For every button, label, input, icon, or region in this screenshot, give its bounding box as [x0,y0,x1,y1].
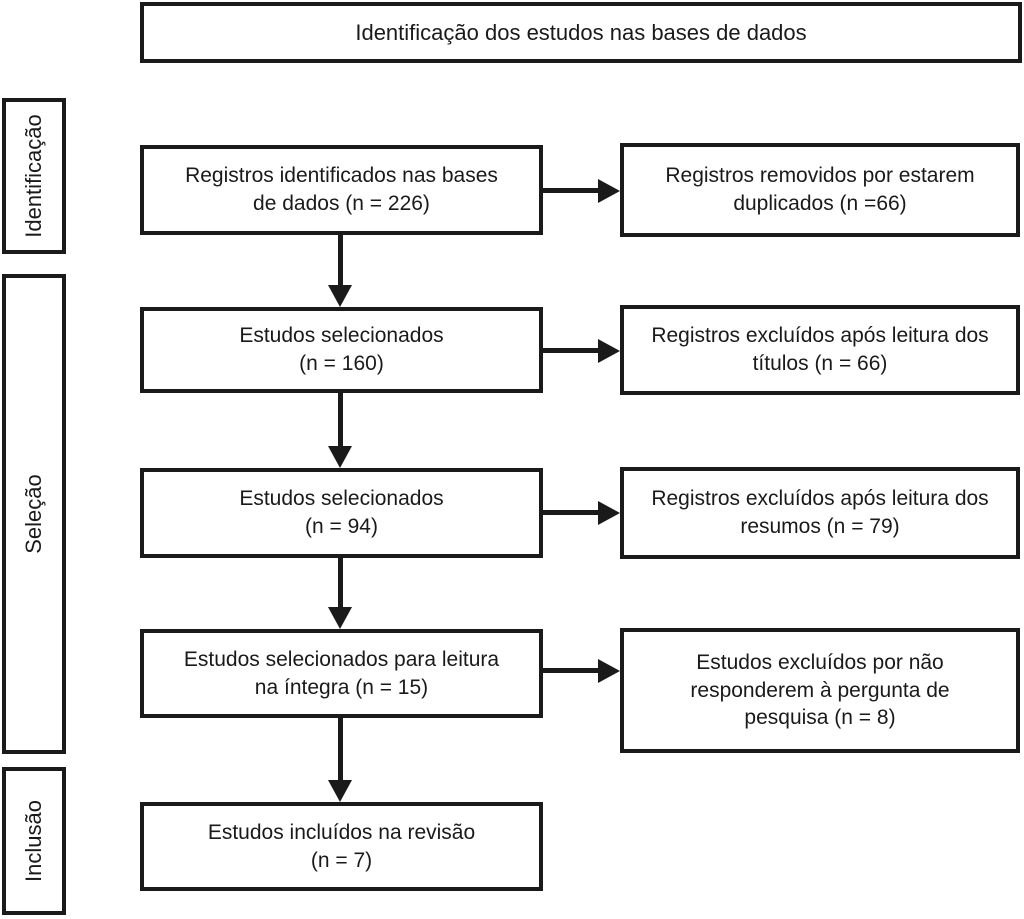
phase-label-identificacao: Identificação [21,114,46,238]
phase-label-inclusao: Inclusão [21,800,47,882]
arrow-down-1-line [338,235,343,287]
box-excluidos-resumos: Registros excluídos após leitura dos res… [620,467,1020,559]
box-excluidos-pergunta: Estudos excluídos por não responderem à … [620,628,1020,753]
arrow-right-3-line [543,510,600,515]
arrow-down-4-line [338,718,343,782]
title-box: Identificação dos estudos nas bases de d… [140,2,1022,63]
box-registros-removidos-duplicados-label: Registros removidos por estarem duplicad… [665,164,975,215]
arrow-right-3-head-icon [598,501,620,525]
box-estudos-selecionados-94: Estudos selecionados (n = 94) [140,468,543,558]
box-estudos-leitura-integra-label: Estudos selecionados para leitura na ínt… [183,647,500,699]
arrow-right-1-line [543,188,600,193]
phase-box-identificacao: Identificação [2,98,66,254]
box-estudos-incluidos: Estudos incluídos na revisão (n = 7) [140,802,543,891]
box-registros-identificados-label: Registros identificados nas bases de dad… [185,164,498,215]
arrow-right-4-line [543,668,600,673]
phase-box-selecao: Seleção [2,274,66,754]
box-estudos-selecionados-94-label: Estudos selecionados (n = 94) [239,487,444,538]
box-excluidos-titulos: Registros excluídos após leitura dos tít… [620,305,1020,395]
arrow-down-4-head-icon [328,780,352,802]
title-label: Identificação dos estudos nas bases de d… [355,19,807,45]
phase-box-inclusao: Inclusão [2,767,66,915]
arrow-down-1-head-icon [328,285,352,307]
arrow-right-1-head-icon [598,179,620,203]
arrow-right-4-head-icon [598,659,620,683]
box-estudos-incluidos-label: Estudos incluídos na revisão (n = 7) [207,820,476,872]
box-excluidos-titulos-label: Registros excluídos após leitura dos tít… [651,324,989,375]
arrow-down-3-head-icon [328,607,352,629]
arrow-down-2-line [338,393,343,448]
box-excluidos-resumos-label: Registros excluídos após leitura dos res… [651,487,989,538]
phase-label-selecao: Seleção [21,474,47,554]
arrow-right-2-line [543,348,600,353]
box-excluidos-pergunta-label: Estudos excluídos por não responderem à … [690,650,950,730]
box-estudos-leitura-integra: Estudos selecionados para leitura na ínt… [140,629,543,718]
box-registros-removidos-duplicados: Registros removidos por estarem duplicad… [620,143,1020,237]
box-estudos-selecionados-160-label: Estudos selecionados (n = 160) [239,324,444,375]
arrow-down-2-head-icon [328,446,352,468]
box-registros-identificados: Registros identificados nas bases de dad… [140,145,543,235]
arrow-down-3-line [338,558,343,609]
arrow-right-2-head-icon [598,339,620,363]
box-estudos-selecionados-160: Estudos selecionados (n = 160) [140,307,543,393]
